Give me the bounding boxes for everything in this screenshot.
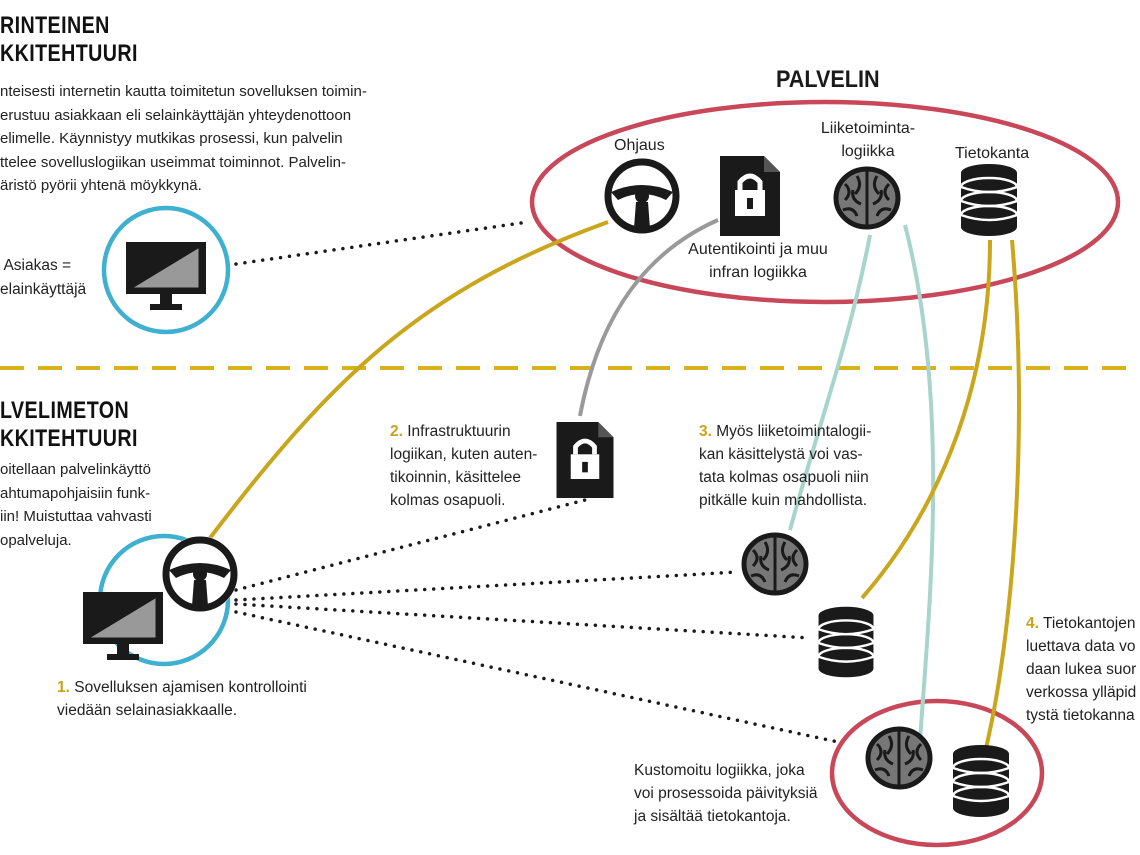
custom-logic-label: Kustomoitu logiikka, joka voi prosessoid… xyxy=(634,762,818,825)
note-3: 3. Myös liiketoimintalogii- kan käsittel… xyxy=(699,420,871,512)
note-4-text: Tietokantojen luettava data vo daan luke… xyxy=(1026,615,1137,724)
brain-icon xyxy=(744,535,806,593)
auth-connector xyxy=(578,218,719,417)
note-1-text: Sovelluksen ajamisen kontrollointi viedä… xyxy=(57,679,307,719)
brain-icon xyxy=(868,729,930,787)
custom-logic-ellipse xyxy=(829,698,1045,848)
note-1: 1. Sovelluksen ajamisen kontrollointi vi… xyxy=(57,676,307,722)
note-3-text: Myös liiketoimintalogii- kan käsittelyst… xyxy=(699,423,872,509)
business-logic-label: Liiketoiminta- logiikka xyxy=(820,120,916,160)
brain-icon xyxy=(836,169,898,227)
database-icon xyxy=(817,605,875,679)
control-connector xyxy=(208,220,609,540)
dots-to-lock xyxy=(234,498,587,592)
monitor-icon xyxy=(125,241,207,311)
lock-document-icon xyxy=(557,422,614,498)
steering-wheel-icon xyxy=(608,162,676,230)
server-ellipse xyxy=(529,99,1121,305)
dots-to-database xyxy=(234,602,812,640)
database-label: Tietokanta xyxy=(955,145,1030,162)
client-label: Asiakas = elainkäyttäjä xyxy=(0,257,87,298)
dots-to-custom-logic xyxy=(234,610,840,744)
traditional-heading: RINTEINEN KKITEHTUURI xyxy=(0,12,138,68)
note-3-number: 3. xyxy=(699,423,712,440)
database-connector-1 xyxy=(860,239,992,600)
traditional-heading-line1: RINTEINEN xyxy=(0,12,110,39)
note-4-number: 4. xyxy=(1026,615,1039,632)
server-title: PALVELIN xyxy=(776,66,880,93)
auth-label: Autentikointi ja muu infran logiikka xyxy=(688,241,828,281)
dots-to-brain xyxy=(234,570,740,602)
database-icon xyxy=(959,162,1019,238)
database-connector-2 xyxy=(983,239,1021,753)
serverless-heading: LVELIMETON KKITEHTUURI xyxy=(0,397,138,453)
serverless-heading-line2: KKITEHTUURI xyxy=(0,425,138,452)
note-2-number: 2. xyxy=(390,423,403,440)
lock-document-icon xyxy=(720,156,780,236)
monitor-icon xyxy=(82,591,164,661)
control-label: Ohjaus xyxy=(614,137,665,154)
note-4: 4. Tietokantojen luettava data vo daan l… xyxy=(1026,612,1136,727)
database-icon xyxy=(951,743,1011,819)
client-server-dots xyxy=(234,220,530,266)
client-circle xyxy=(101,205,231,335)
note-2-text: Infrastruktuurin logiikan, kuten auten- … xyxy=(390,423,538,509)
note-1-number: 1. xyxy=(57,679,70,696)
note-2: 2. Infrastruktuurin logiikan, kuten aute… xyxy=(390,420,537,512)
logic-connector-1 xyxy=(788,234,872,531)
logic-connector-2 xyxy=(903,224,936,741)
serverless-description: oitellaan palvelinkäyttö ahtumapohjaisii… xyxy=(0,461,152,549)
traditional-heading-line2: KKITEHTUURI xyxy=(0,40,138,67)
traditional-description: nteisesti internetin kautta toimitetun s… xyxy=(0,83,367,194)
serverless-heading-line1: LVELIMETON xyxy=(0,397,130,424)
